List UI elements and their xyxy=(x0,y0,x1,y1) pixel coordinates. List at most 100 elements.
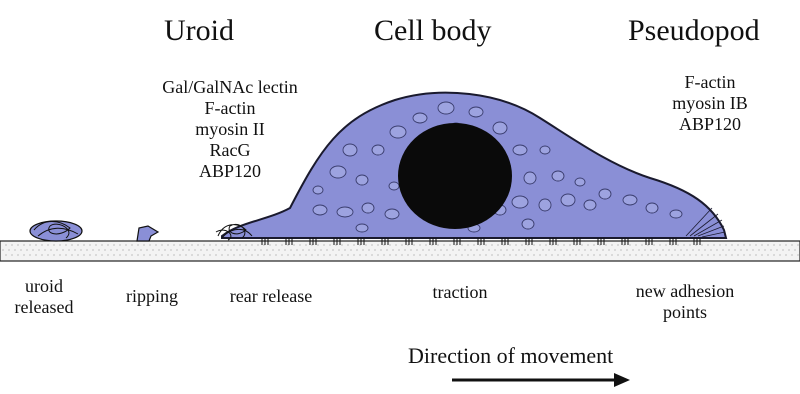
substrate-dot xyxy=(62,249,63,250)
uroid-component: Gal/GalNAc lectin xyxy=(120,77,340,98)
substrate-dot xyxy=(206,249,207,250)
direction-label: Direction of movement xyxy=(408,345,613,367)
substrate-dot xyxy=(752,249,753,250)
substrate-dot xyxy=(149,244,150,245)
substrate-dot xyxy=(587,254,588,255)
substrate-dot xyxy=(716,249,717,250)
substrate-dot xyxy=(437,254,438,255)
substrate-dot xyxy=(641,244,642,245)
substrate-dot xyxy=(545,254,546,255)
vesicle xyxy=(540,146,550,154)
substrate-dot xyxy=(443,254,444,255)
substrate-dot xyxy=(170,249,171,250)
substrate-dot xyxy=(701,254,702,255)
substrate-dot xyxy=(713,244,714,245)
substrate-dot xyxy=(323,254,324,255)
substrate-dot xyxy=(197,254,198,255)
substrate-dot xyxy=(47,254,48,255)
substrate-dot xyxy=(518,249,519,250)
substrate-dot xyxy=(161,254,162,255)
substrate-dot xyxy=(131,254,132,255)
vesicle xyxy=(599,189,611,199)
substrate-dot xyxy=(617,244,618,245)
substrate-dot xyxy=(335,244,336,245)
substrate-dot xyxy=(734,249,735,250)
substrate-dot xyxy=(11,244,12,245)
substrate-dot xyxy=(260,249,261,250)
substrate-dot xyxy=(626,249,627,250)
substrate-dot xyxy=(245,244,246,245)
substrate-dot xyxy=(563,254,564,255)
substrate-dot xyxy=(107,254,108,255)
substrate-dot xyxy=(692,249,693,250)
substrate-dot xyxy=(620,249,621,250)
substrate-dot xyxy=(293,254,294,255)
substrate-dot xyxy=(677,254,678,255)
substrate-dot xyxy=(695,254,696,255)
label-traction: traction xyxy=(410,282,510,303)
vesicle xyxy=(512,196,528,208)
substrate-dot xyxy=(581,244,582,245)
substrate-dot xyxy=(296,249,297,250)
substrate-dot xyxy=(35,254,36,255)
substrate-dot xyxy=(683,244,684,245)
vesicle xyxy=(413,113,427,123)
substrate-dot xyxy=(599,244,600,245)
substrate-dot xyxy=(299,244,300,245)
substrate-dot xyxy=(491,244,492,245)
substrate-dot xyxy=(551,254,552,255)
substrate-dot xyxy=(557,254,558,255)
substrate-dot xyxy=(464,249,465,250)
substrate-dot xyxy=(110,249,111,250)
substrate-dot xyxy=(434,249,435,250)
substrate-dot xyxy=(578,249,579,250)
substrate-dot xyxy=(95,254,96,255)
pseudopod-components-list: F-actin myosin IB ABP120 xyxy=(650,72,770,135)
substrate-dot xyxy=(644,249,645,250)
substrate-dot xyxy=(269,254,270,255)
substrate-dot xyxy=(641,254,642,255)
substrate-dot xyxy=(26,249,27,250)
substrate-dot xyxy=(212,249,213,250)
substrate-dot xyxy=(215,244,216,245)
substrate-dot xyxy=(239,244,240,245)
substrate-dot xyxy=(569,254,570,255)
substrate-dot xyxy=(452,249,453,250)
substrate-dot xyxy=(431,244,432,245)
substrate-dot xyxy=(791,244,792,245)
substrate-dot xyxy=(521,254,522,255)
substrate-dot xyxy=(95,244,96,245)
vesicle xyxy=(389,182,399,190)
substrate-dot xyxy=(65,254,66,255)
substrate-dot xyxy=(491,254,492,255)
substrate-dot xyxy=(275,244,276,245)
substrate-dot xyxy=(299,254,300,255)
substrate-dot xyxy=(458,249,459,250)
substrate-dot xyxy=(737,254,738,255)
substrate-dot xyxy=(422,249,423,250)
substrate xyxy=(0,241,800,261)
uroid-components-list: Gal/GalNAc lectin F-actin myosin II RacG… xyxy=(120,77,340,182)
substrate-dot xyxy=(185,254,186,255)
substrate-dot xyxy=(122,249,123,250)
substrate-dot xyxy=(788,249,789,250)
substrate-dot xyxy=(593,254,594,255)
vesicle xyxy=(313,186,323,194)
substrate-dot xyxy=(662,249,663,250)
substrate-dot xyxy=(479,244,480,245)
substrate-dot xyxy=(740,249,741,250)
substrate-dot xyxy=(287,244,288,245)
substrate-dot xyxy=(605,254,606,255)
substrate-dot xyxy=(533,254,534,255)
substrate-dot xyxy=(533,244,534,245)
substrate-dot xyxy=(509,254,510,255)
vesicle xyxy=(539,199,551,211)
substrate-dot xyxy=(305,244,306,245)
substrate-dot xyxy=(761,244,762,245)
substrate-dot xyxy=(524,249,525,250)
substrate-dot xyxy=(539,244,540,245)
substrate-dot xyxy=(65,244,66,245)
substrate-dot xyxy=(233,244,234,245)
substrate-dot xyxy=(221,244,222,245)
